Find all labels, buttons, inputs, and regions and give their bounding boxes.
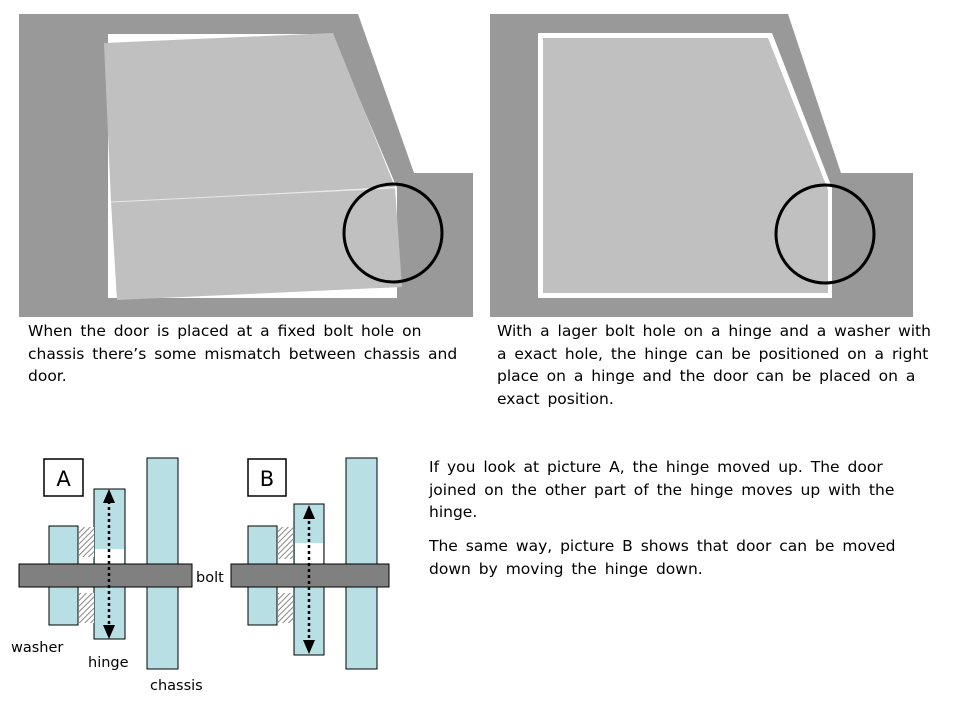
larger-hole-panel	[490, 14, 913, 317]
misaligned-door-upper	[104, 33, 395, 202]
picture-b-caption: The same way, picture B shows that door …	[429, 537, 896, 578]
diagram-b-label-box	[247, 458, 287, 497]
diagram-b-label: B	[260, 467, 274, 491]
bolt-label: bolt	[196, 570, 224, 586]
washer-label: washer	[11, 640, 63, 656]
mismatch-highlight-circle	[342, 182, 444, 284]
fixed-hole-panel	[19, 14, 473, 317]
hole-clearance-upper	[79, 527, 94, 557]
diagram-a-label-box	[43, 458, 84, 497]
hinge-label: hinge	[88, 655, 129, 671]
hole-clearance-lower	[278, 593, 293, 623]
alignment-highlight-circle	[774, 183, 876, 285]
diagram-a-label: A	[56, 467, 71, 491]
aligned-door	[543, 38, 828, 293]
larger-hole-caption: With a lager bolt hole on a hinge and a …	[497, 322, 931, 408]
arrowhead-down	[103, 625, 115, 639]
arrowhead-down	[303, 640, 315, 654]
picture-a-caption: If you look at picture A, the hinge move…	[429, 458, 895, 521]
misaligned-door-lower	[111, 188, 402, 300]
diagram-a: A bolt washer hinge chassis	[11, 457, 224, 694]
hole-clearance-upper	[278, 527, 293, 559]
chassis-label: chassis	[150, 678, 203, 694]
diagram-b: B	[230, 457, 390, 670]
fixed-hole-caption: When the door is placed at a fixed bolt …	[28, 322, 458, 385]
hole-clearance-lower	[79, 593, 94, 623]
bolt	[18, 563, 193, 588]
arrowhead-up	[303, 505, 315, 519]
arrowhead-up	[103, 489, 115, 503]
door-seam	[110, 187, 396, 203]
